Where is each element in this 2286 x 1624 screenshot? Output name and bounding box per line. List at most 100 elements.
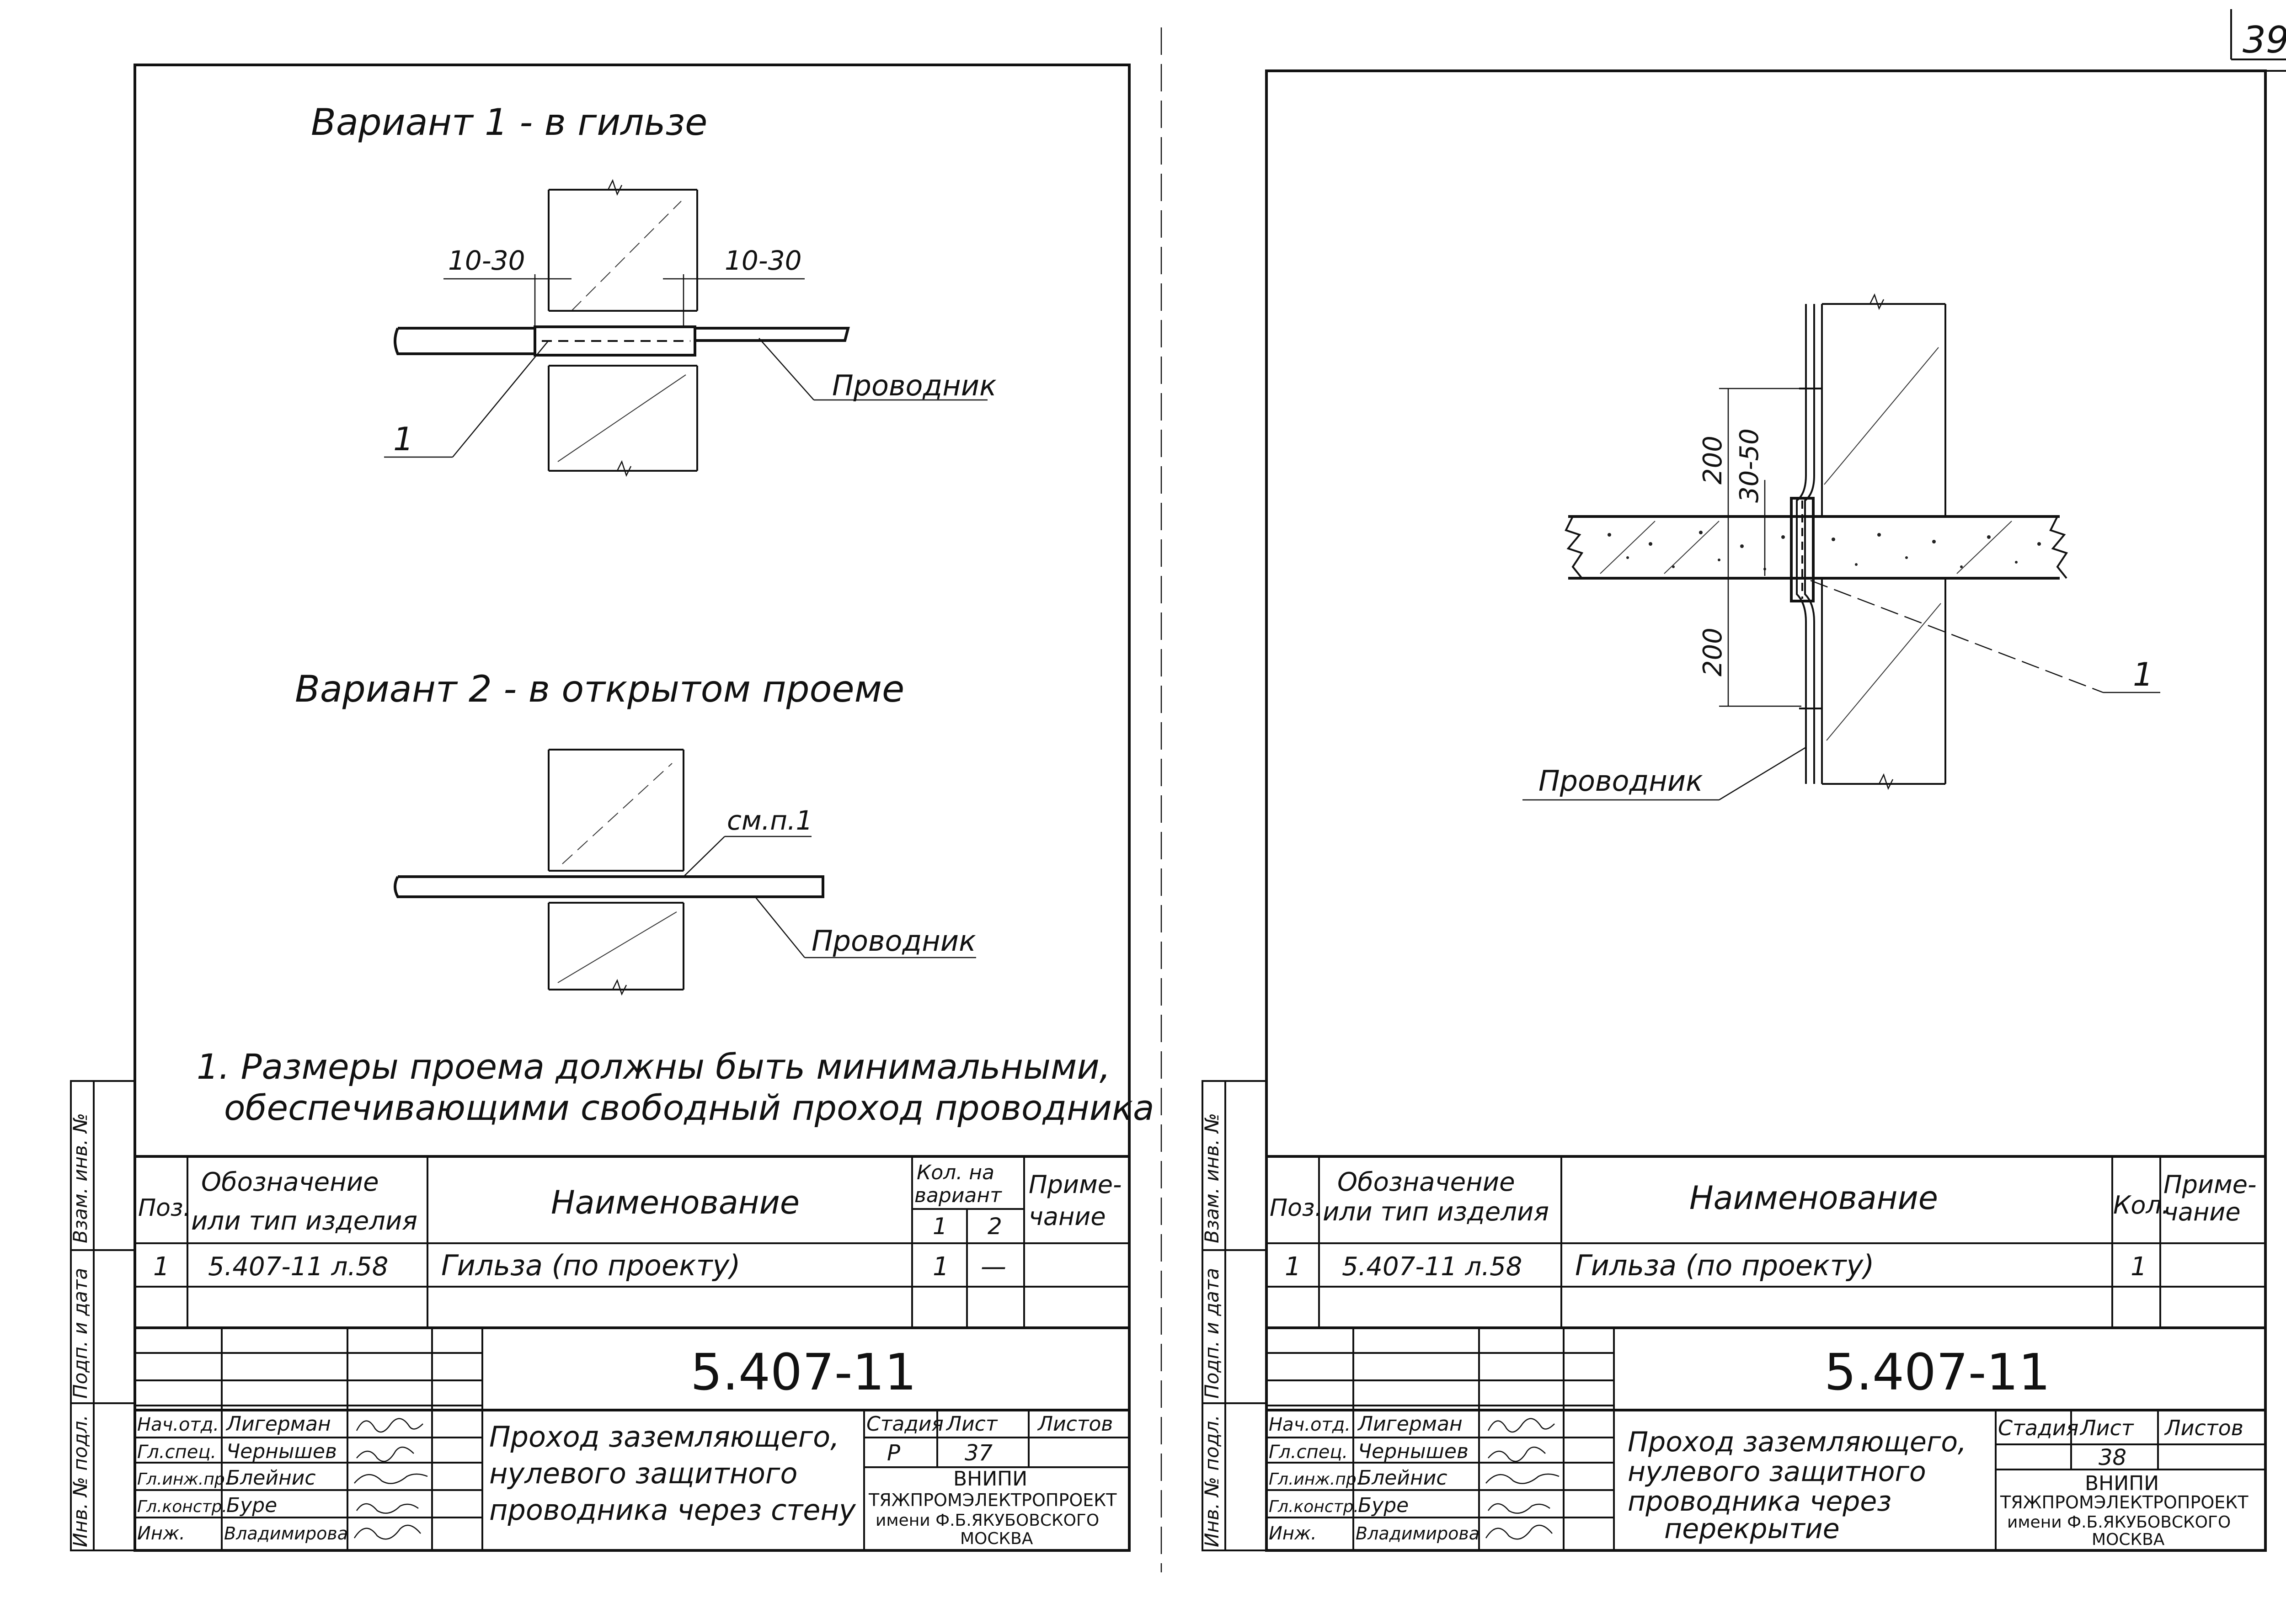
right-side-inv: Инв. № подл. (1201, 1415, 1223, 1547)
left-stamp-role-2: Гл.инж.пр. (137, 1470, 230, 1489)
right-stamp-hdr-sheet: Лист (2079, 1416, 2134, 1440)
left-stamp-hdr-stage: Стадия (866, 1412, 944, 1436)
left-stamp-hdr-sheet: Лист (945, 1412, 998, 1436)
right-stamp-name-3: Буре (1358, 1494, 1409, 1517)
left-spec-hdr-designation-1: Обозначение (201, 1167, 379, 1197)
left-stamp-org-1: ВНИПИ (953, 1467, 1027, 1491)
right-spec-hdr-note-2: чание (2163, 1198, 2241, 1226)
right-spec-row-name: Гильза (по проекту) (1575, 1249, 1874, 1282)
right-spec-row-pos: 1 (1285, 1252, 1301, 1282)
right-stamp-title-3: проводника через (1628, 1486, 1891, 1518)
dim-30-50: 30-50 (1735, 428, 1764, 503)
variant2-wall-drawing: см.п.1 Проводник (394, 749, 976, 996)
right-stamp-org-4: МОСКВА (2092, 1530, 2165, 1549)
right-stamp-title-4: перекрытие (1664, 1513, 1840, 1545)
right-stamp-signatures (1485, 1418, 1560, 1540)
dim-200-top: 200 (1698, 436, 1728, 485)
concrete-speckle (1608, 531, 2041, 570)
left-stamp-org-2: ТЯЖПРОМЭЛЕКТРОПРОЕКТ (868, 1490, 1117, 1510)
left-stamp-name-1: Чернышев (226, 1440, 337, 1463)
left-spec-table: Поз. Обозначение или тип изделия Наимено… (134, 1155, 1131, 1329)
left-stamp-name-4: Владимирова (224, 1523, 348, 1544)
right-stamp-name-2: Блейнис (1358, 1466, 1447, 1490)
left-spec-row-pos: 1 (153, 1252, 170, 1282)
right-side-sign: Подп. и дата (1201, 1268, 1223, 1399)
left-spec-hdr-qty-v2: 2 (988, 1213, 1002, 1240)
right-sheet: Взам. инв. № Подп. и дата Инв. № подл. (1201, 69, 2286, 1552)
left-note-line1: 1. Размеры проема должны быть минимальны… (197, 1046, 1111, 1087)
right-spec-row-qty: 1 (2131, 1252, 2147, 1282)
left-stamp-title-1: Проход заземляющего, (489, 1420, 839, 1454)
right-stamp-org-3: имени Ф.Б.ЯКУБОВСКОГО (2007, 1513, 2231, 1532)
right-spec-hdr-designation-1: Обозначение (1337, 1167, 1515, 1197)
right-stamp-role-0: Нач.отд. (1269, 1414, 1351, 1435)
variant1-dim-left: 10-30 (448, 245, 525, 276)
left-note-line2: обеспечивающими свободный проход проводн… (224, 1087, 1154, 1128)
variant2-conductor-label: Проводник (812, 924, 976, 958)
variant1-dim-right: 10-30 (725, 245, 802, 276)
left-stamp-role-3: Гл.констр. (137, 1497, 227, 1516)
right-pos-label: 1 (2133, 656, 2153, 693)
left-stamp-org-4: МОСКВА (960, 1529, 1033, 1548)
right-side-replace: Взам. инв. № (1201, 1113, 1223, 1243)
right-stamp-org-2: ТЯЖПРОМЭЛЕКТРОПРОЕКТ (2000, 1492, 2249, 1512)
left-spec-hdr-qty-v1: 1 (933, 1213, 947, 1240)
right-stamp-org-1: ВНИПИ (2085, 1472, 2159, 1495)
right-stamp-name-1: Чернышев (1358, 1440, 1469, 1463)
left-stamp-title-3: проводника через стену (489, 1493, 856, 1527)
dim-200-bottom: 200 (1698, 628, 1728, 676)
variant2-note-ref: см.п.1 (727, 805, 812, 836)
left-stamp-code: 5.407-11 (690, 1343, 917, 1401)
variant2-title: Вариант 2 - в открытом проеме (295, 668, 904, 710)
left-stamp: 5.407-11 Нач.отд. Гл.спец. Гл.инж.пр. Гл… (134, 1326, 1131, 1552)
right-stamp-role-2: Гл.инж.пр. (1269, 1470, 1362, 1489)
left-stamp-org-3: имени Ф.Б.ЯКУБОВСКОГО (876, 1511, 1099, 1530)
left-stamp-hdr-sheets: Листов (1037, 1412, 1113, 1436)
page-number: 39 (2243, 19, 2286, 61)
left-stamp-name-2: Блейнис (226, 1466, 316, 1490)
right-spec-hdr-note-1: Приме- (2163, 1170, 2256, 1199)
right-stamp-role-4: Инж. (1269, 1523, 1317, 1544)
left-stamp-name-3: Буре (226, 1494, 277, 1517)
variant1-pos-label: 1 (393, 421, 414, 458)
left-stamp-stage: Р (887, 1440, 900, 1466)
left-spec-hdr-designation-2: или тип изделия (191, 1206, 417, 1236)
left-side-replace: Взам. инв. № (69, 1113, 91, 1243)
left-spec-hdr-qty-2: вариант (914, 1184, 1002, 1207)
right-spec-hdr-name: Наименование (1689, 1179, 1938, 1217)
floor-sleeve (1790, 497, 1815, 602)
right-stamp-name-0: Лигерман (1357, 1412, 1463, 1436)
left-spec-row-qty2: — (981, 1252, 1006, 1282)
right-stamp-title-2: нулевого защитного (1628, 1456, 1926, 1488)
left-stamp-sheet: 37 (965, 1440, 993, 1466)
left-side-inv: Инв. № подл. (69, 1415, 91, 1547)
left-sheet: Взам. инв. № Подп. и дата Инв. № подл. В… (69, 64, 1154, 1552)
right-stamp-role-1: Гл.спец. (1269, 1442, 1348, 1463)
left-side-sign: Подп. и дата (69, 1268, 91, 1399)
left-stamp-role-4: Инж. (137, 1523, 185, 1544)
right-stamp-name-4: Владимирова (1356, 1523, 1479, 1544)
left-spec-hdr-note-1: Приме- (1029, 1170, 1122, 1199)
right-spec-row-designation: 5.407-11 л.58 (1342, 1252, 1522, 1282)
variant1-wall-drawing: 10-30 10-30 Проводник 1 (384, 179, 997, 477)
floor-crossing-drawing: 200 30-50 200 1 Проводник (1522, 293, 2160, 801)
right-stamp-role-3: Гл.констр. (1269, 1497, 1359, 1516)
right-stamp-hdr-sheets: Листов (2164, 1416, 2243, 1440)
left-stamp-role-1: Гл.спец. (137, 1442, 216, 1463)
right-spec-hdr-pos: Поз. (1270, 1194, 1322, 1222)
right-spec-hdr-qty: Кол. (2113, 1191, 2169, 1219)
right-spec-table: Поз. Обозначение или тип изделия Наимено… (1265, 1155, 2267, 1329)
left-spec-row-name: Гильза (по проекту) (441, 1249, 740, 1282)
left-stamp-signatures (353, 1418, 428, 1540)
left-spec-hdr-name: Наименование (551, 1184, 800, 1221)
left-spec-row-designation: 5.407-11 л.58 (208, 1252, 388, 1282)
left-spec-row-qty1: 1 (933, 1252, 949, 1282)
right-stamp-title-1: Проход заземляющего, (1628, 1426, 1966, 1458)
right-conductor-label: Проводник (1538, 764, 1703, 798)
page-number-box: 39 (2230, 9, 2286, 61)
left-spec-hdr-qty-1: Кол. на (917, 1161, 994, 1184)
left-stamp-title-2: нулевого защитного (489, 1457, 797, 1490)
right-stamp-code: 5.407-11 (1824, 1343, 2051, 1401)
left-stamp-role-0: Нач.отд. (137, 1414, 219, 1435)
